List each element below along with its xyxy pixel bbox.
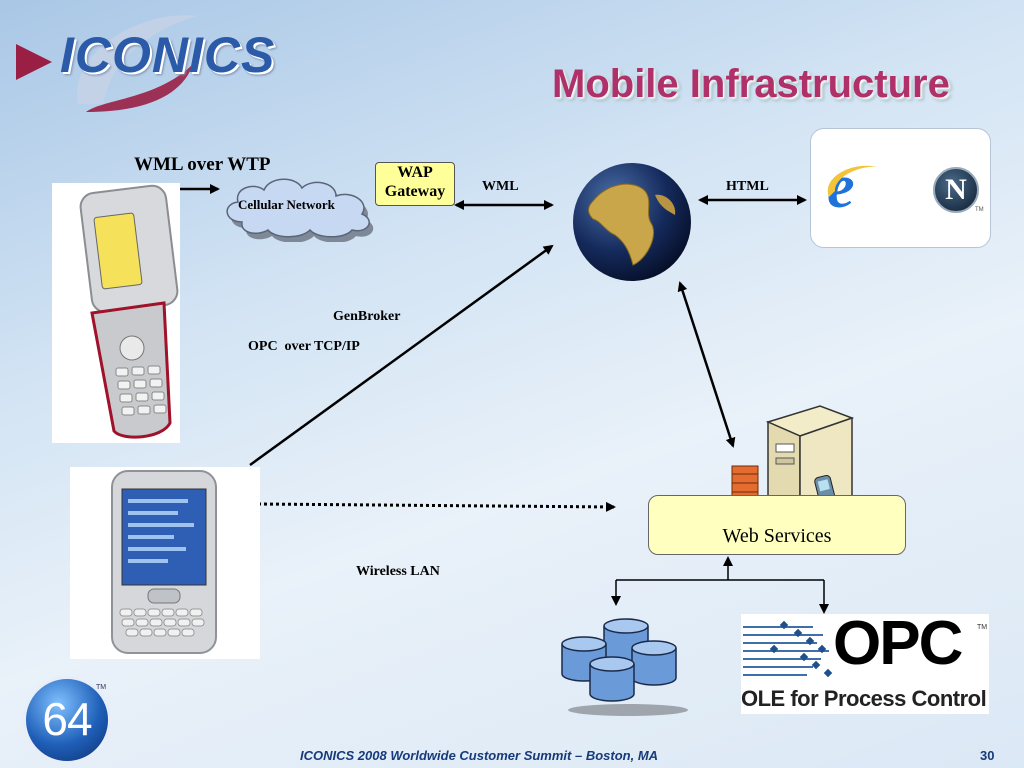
internet-globe <box>571 161 693 283</box>
opc-over-tcpip-label: OPC over TCP/IP <box>248 339 360 354</box>
opc-logo: OPC TM OLE for Process Control <box>741 609 989 714</box>
html-label: HTML <box>726 179 769 194</box>
play-arrow-icon <box>16 44 52 80</box>
arrow-pda-globe <box>249 244 554 467</box>
wml-label: WML <box>482 179 519 194</box>
wap-gateway-line2: Gateway <box>384 183 446 200</box>
pda-image <box>70 467 260 659</box>
iconics-logo: ICONICS <box>8 4 274 119</box>
cloud-icon <box>226 178 374 242</box>
pda-icon <box>111 470 217 654</box>
64-badge-tm: TM <box>96 684 107 691</box>
arrow-globe-webservices <box>677 281 736 448</box>
globe-icon <box>573 163 691 281</box>
cellular-network-cloud: Cellular Network <box>220 170 390 242</box>
browsers-panel: e N TM <box>810 128 991 248</box>
wml-over-wtp-label: WML over WTP <box>134 154 271 175</box>
opc-tagline: OLE for Process Control <box>741 686 987 711</box>
netscape-icon: N <box>933 167 979 213</box>
64-bit-badge: 64 <box>23 676 111 764</box>
netscape-tm: TM <box>975 207 984 213</box>
64-badge-text: 64 <box>42 693 92 745</box>
opc-logo-text: OPC <box>833 609 963 678</box>
logo-swoosh-icon <box>16 15 198 112</box>
web-services-box: Web Services <box>648 495 906 555</box>
footer-text: ICONICS 2008 Worldwide Customer Summit –… <box>300 748 659 763</box>
flip-phone-icon <box>79 184 179 439</box>
wap-gateway-box: WAP Gateway <box>375 162 455 206</box>
arrow-wireless-lan <box>257 501 616 512</box>
logo-text: ICONICS <box>60 27 276 83</box>
netscape-letter: N <box>945 173 967 206</box>
database-icon <box>561 618 688 716</box>
wireless-lan-label: Wireless LAN <box>356 564 440 579</box>
web-services-label: Web Services <box>722 525 832 547</box>
page-number: 30 <box>980 748 995 763</box>
page-title: Mobile Infrastructure <box>552 62 950 106</box>
wap-gateway-line1: WAP <box>397 164 433 181</box>
opc-dots-icon <box>743 620 833 678</box>
genbroker-label: GenBroker <box>333 309 401 324</box>
opc-tm: TM <box>977 624 988 631</box>
cellular-network-label: Cellular Network <box>238 197 335 212</box>
flip-phone-image <box>52 183 180 443</box>
database-cluster <box>556 614 692 716</box>
internet-explorer-icon: e <box>827 157 877 217</box>
